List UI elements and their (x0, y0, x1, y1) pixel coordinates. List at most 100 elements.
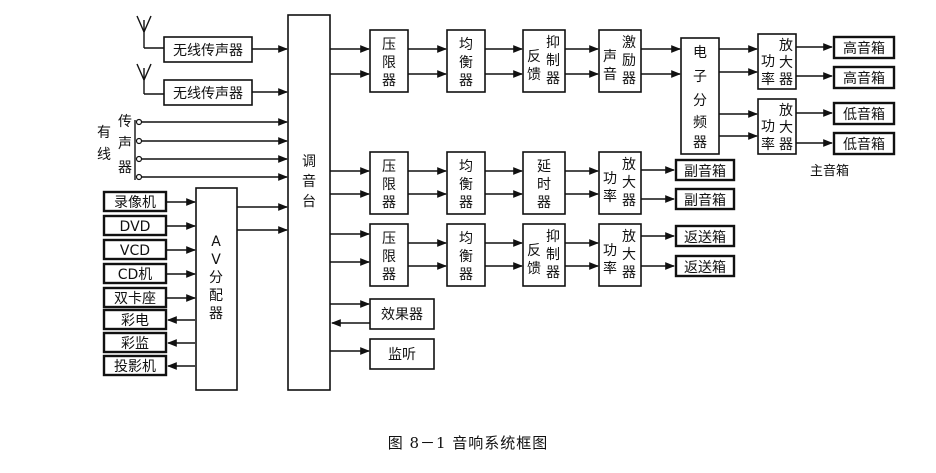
svg-text:率: 率 (603, 188, 617, 205)
svg-text:制: 制 (546, 53, 560, 69)
svg-text:功: 功 (761, 119, 775, 135)
mixer: 调 音 台 (287, 14, 331, 391)
svg-text:分: 分 (693, 93, 707, 109)
speaker-sub-2: 副音箱 (674, 187, 736, 211)
speaker-high-1: 高音箱 (832, 35, 896, 60)
equalizer-1: 均 衡 器 (446, 29, 486, 93)
svg-text:返送箱: 返送箱 (684, 260, 726, 276)
svg-text:器: 器 (382, 267, 396, 283)
svg-text:大: 大 (622, 175, 636, 191)
svg-text:效果器: 效果器 (381, 307, 423, 323)
svg-text:衡: 衡 (459, 55, 473, 71)
svg-text:双卡座: 双卡座 (114, 291, 156, 307)
svg-text:大: 大 (622, 247, 636, 263)
speaker-return-1: 返送箱 (674, 224, 736, 248)
svg-text:限: 限 (382, 177, 396, 193)
output-monitor: 彩监 (102, 331, 168, 354)
svg-text:均: 均 (459, 231, 473, 247)
svg-text:音: 音 (302, 173, 316, 190)
svg-text:频: 频 (693, 115, 707, 131)
svg-text:声: 声 (118, 136, 132, 152)
figure-caption: 图 8－1 音响系统框图 (387, 434, 549, 452)
svg-text:延: 延 (537, 159, 551, 175)
svg-text:器: 器 (459, 73, 473, 89)
svg-text:限: 限 (382, 249, 396, 265)
svg-text:放: 放 (622, 229, 636, 245)
source-dvd: DVD (102, 214, 168, 237)
svg-text:器: 器 (779, 137, 793, 153)
power-amp-high: 功 率 放 大 器 (757, 33, 797, 90)
svg-text:激: 激 (622, 34, 636, 51)
svg-text:均: 均 (459, 159, 473, 175)
svg-text:器: 器 (459, 195, 473, 211)
antenna-icon-2 (136, 63, 164, 95)
svg-text:线: 线 (97, 147, 111, 163)
svg-text:大: 大 (779, 120, 793, 136)
svg-text:A: A (211, 234, 221, 250)
svg-text:副音箱: 副音箱 (684, 192, 726, 209)
svg-text:V: V (211, 252, 221, 268)
svg-text:放: 放 (779, 103, 793, 119)
wireless-mic-2: 无线传声器 (163, 79, 253, 106)
svg-text:器: 器 (622, 71, 636, 87)
svg-text:率: 率 (761, 71, 775, 88)
speaker-low-1: 低音箱 (832, 101, 896, 126)
wired-label-you: 有 (97, 125, 111, 141)
power-amp-return: 功 率 放 大 器 (598, 223, 642, 287)
speaker-high-2: 高音箱 (832, 65, 896, 90)
svg-text:分: 分 (209, 270, 223, 286)
svg-text:压: 压 (382, 159, 396, 175)
svg-text:励: 励 (622, 53, 636, 69)
svg-text:器: 器 (779, 72, 793, 88)
svg-text:功: 功 (603, 171, 617, 187)
svg-text:子: 子 (693, 69, 707, 85)
wired-mic-group: 有 传 线 声 器 (97, 114, 288, 181)
svg-text:器: 器 (382, 73, 396, 89)
av-distributor: A V 分 配 器 (195, 187, 238, 391)
speaker-sub-1: 副音箱 (674, 158, 736, 182)
svg-text:压: 压 (382, 231, 396, 247)
speaker-return-2: 返送箱 (674, 254, 736, 278)
svg-text:音: 音 (603, 66, 617, 83)
svg-text:VCD: VCD (120, 243, 150, 259)
svg-text:低音箱: 低音箱 (843, 136, 885, 153)
output-tv: 彩电 (102, 308, 168, 331)
output-projector: 投影机 (102, 354, 168, 377)
svg-text:器: 器 (622, 265, 636, 281)
svg-text:放: 放 (622, 157, 636, 173)
source-cd: CD机 (102, 262, 168, 285)
antenna-icon-1 (136, 15, 164, 49)
block-diagram: 无线传声器 无线传声器 有 传 线 声 器 录像机 DVD (97, 14, 896, 391)
svg-text:压: 压 (382, 37, 396, 53)
svg-text:衡: 衡 (459, 177, 473, 193)
power-amp-sub: 功 率 放 大 器 (598, 151, 642, 215)
svg-text:DVD: DVD (120, 219, 151, 235)
svg-text:监听: 监听 (388, 347, 416, 363)
svg-text:调: 调 (302, 154, 316, 170)
svg-text:器: 器 (622, 193, 636, 209)
compressor-1: 压 限 器 (369, 29, 409, 93)
source-cassette: 双卡座 (102, 286, 168, 309)
svg-text:台: 台 (302, 194, 316, 210)
svg-text:反: 反 (527, 49, 541, 65)
monitor-out: 监听 (369, 338, 435, 370)
svg-text:彩电: 彩电 (121, 313, 149, 329)
feedback-suppressor-1: 反 馈 抑 制 器 (522, 29, 566, 93)
svg-text:抑: 抑 (546, 35, 560, 51)
svg-text:配: 配 (209, 288, 223, 304)
svg-text:放: 放 (779, 38, 793, 54)
svg-text:器: 器 (118, 160, 132, 176)
svg-text:器: 器 (459, 267, 473, 283)
speaker-low-2: 低音箱 (832, 131, 896, 156)
source-vcd: VCD (102, 238, 168, 261)
svg-text:传: 传 (118, 114, 132, 130)
svg-text:馈: 馈 (527, 261, 541, 277)
svg-text:器: 器 (693, 135, 707, 151)
svg-text:反: 反 (527, 243, 541, 259)
svg-text:均: 均 (459, 37, 473, 53)
svg-text:限: 限 (382, 55, 396, 71)
svg-text:录像机: 录像机 (114, 195, 156, 211)
svg-text:时: 时 (537, 177, 551, 193)
delay: 延 时 器 (522, 151, 566, 215)
compressor-2: 压 限 器 (369, 151, 409, 215)
